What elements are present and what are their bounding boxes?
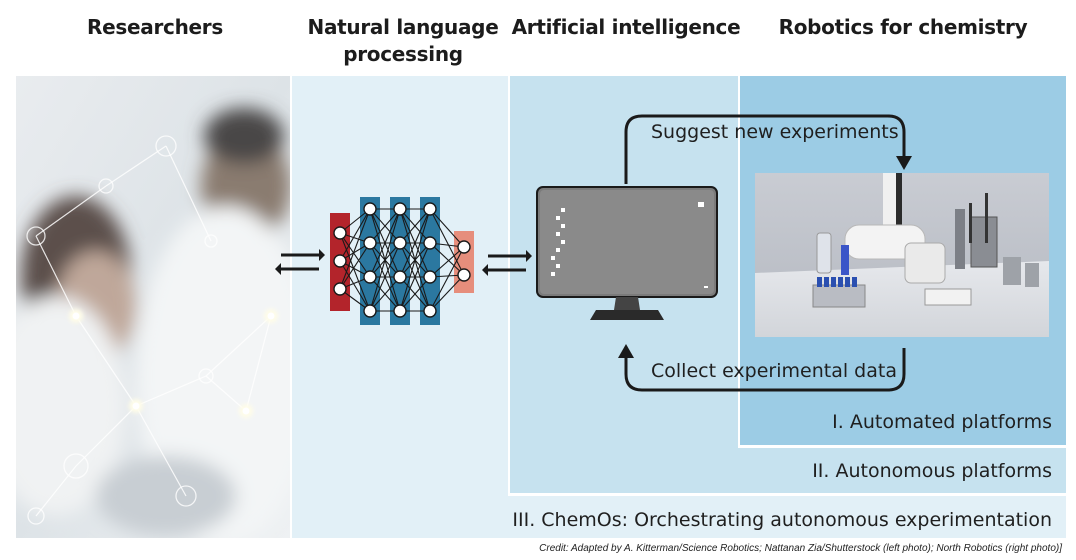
suggest-label: Suggest new experiments <box>651 121 899 143</box>
network-node <box>423 236 437 250</box>
network-node <box>457 240 471 254</box>
network-node <box>423 270 437 284</box>
network-node <box>333 226 347 240</box>
network-node <box>423 202 437 216</box>
network-node <box>363 236 377 250</box>
network-node <box>393 236 407 250</box>
researchers-photo <box>16 76 290 538</box>
credit-line: Credit: Adapted by A. Kitterman/Science … <box>539 543 1062 554</box>
network-node <box>363 202 377 216</box>
bidirectional-arrow-icon <box>482 250 532 276</box>
network-node <box>393 202 407 216</box>
network-node <box>333 282 347 296</box>
loop-arrow-icon <box>618 114 912 392</box>
network-node <box>333 254 347 268</box>
network-node <box>393 304 407 318</box>
bidirectional-arrow-icon <box>275 249 325 275</box>
tier2-label: II. Autonomous platforms <box>812 460 1052 482</box>
network-node <box>363 270 377 284</box>
header-robotics: Robotics for chemistry <box>778 15 1028 39</box>
tier1-label: I. Automated platforms <box>832 411 1052 433</box>
tier3-label: III. ChemOs: Orchestrating autonomous ex… <box>512 509 1052 531</box>
collect-label: Collect experimental data <box>651 360 897 382</box>
neural-network-icon <box>330 197 474 325</box>
network-node <box>393 270 407 284</box>
network-node <box>363 304 377 318</box>
network-node <box>423 304 437 318</box>
network-node <box>457 268 471 282</box>
computer-monitor-icon <box>536 186 718 320</box>
header-nlp: Natural language processing <box>307 15 499 66</box>
header-researchers: Researchers <box>87 15 223 39</box>
header-ai: Artificial intelligence <box>511 15 741 39</box>
robot-photo <box>755 173 1049 337</box>
